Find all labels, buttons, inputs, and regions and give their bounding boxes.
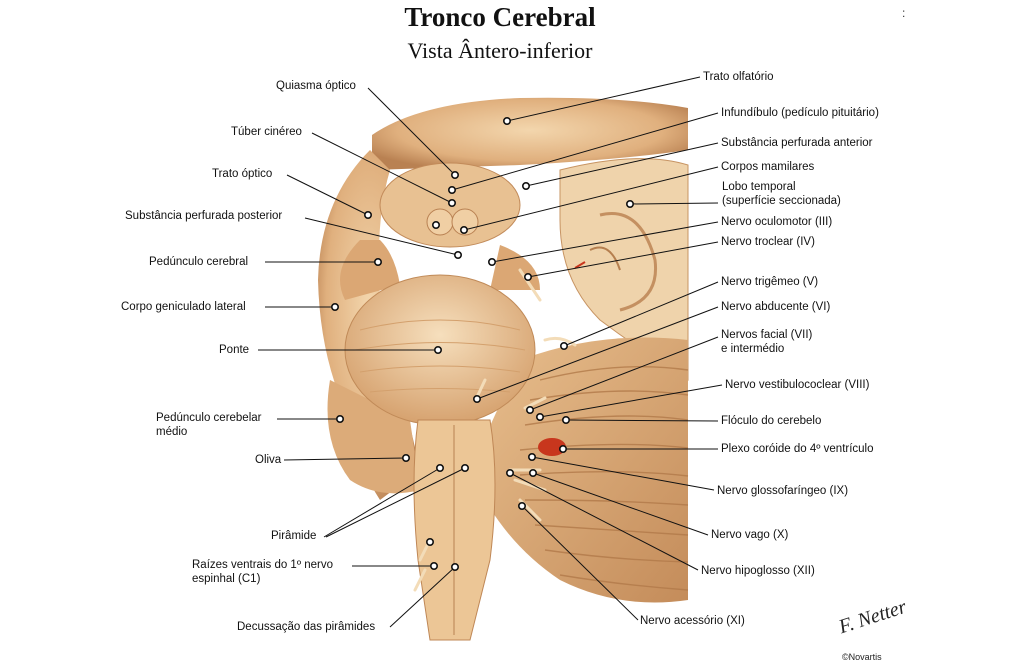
label-floculo: Flóculo do cerebelo [721,415,822,427]
label-corpo-geniculado: Corpo geniculado lateral [121,301,246,313]
label-glossofaringeo: Nervo glossofaríngeo (IX) [717,485,849,497]
label-trigemeo: Nervo trigêmeo (V) [721,276,819,288]
label-lobo-temporal-line2: (superfície seccionada) [722,195,841,207]
label-lobo-temporal-line1: Lobo temporal [722,181,796,193]
label-plexo-coroide: Plexo coróide do 4º ventrículo [721,443,874,455]
label-vestibulococlear: Nervo vestibulococlear (VIII) [725,379,870,391]
label-raizes-line1: Raízes ventrais do 1º nervo [192,559,333,571]
label-substancia-posterior: Substância perfurada posterior [125,210,283,222]
label-lobo-temporal: Lobo temporal (superfície seccionada) [722,180,841,208]
label-vago: Nervo vago (X) [711,529,789,541]
label-pedunculo-cerebral: Pedúnculo cerebral [149,256,249,268]
label-quiasma-optico: Quiasma óptico [276,80,356,92]
label-troclear: Nervo troclear (IV) [721,236,815,248]
copyright-text: ©Novartis [842,652,882,662]
label-oculomotor: Nervo oculomotor (III) [721,216,833,228]
cerebellum-left [327,380,420,494]
label-corpos-mamilares: Corpos mamilares [721,161,815,173]
label-raizes-line2: espinhal (C1) [192,573,261,585]
label-trato-optico: Trato óptico [212,168,273,180]
label-facial: Nervos facial (VII) e intermédio [721,328,812,356]
label-pedunculo-cerebelar: Pedúnculo cerebelar médio [156,411,262,439]
choroid-plexus [538,438,566,456]
label-decussacao: Decussação das pirâmides [237,621,376,633]
label-pedunculo-cerebelar-line2: médio [156,426,188,438]
diagram-subtitle: Vista Ântero-inferior [407,38,593,63]
label-raizes-ventrais: Raízes ventrais do 1º nervo espinhal (C1… [192,558,333,586]
label-ponte: Ponte [219,344,250,356]
label-abducente: Nervo abducente (VI) [721,301,831,313]
label-substancia-anterior: Substância perfurada anterior [721,137,873,149]
label-pedunculo-cerebelar-line1: Pedúnculo cerebelar [156,412,262,424]
label-infundibulo: Infundíbulo (pedículo pituitário) [721,107,879,119]
label-facial-line2: e intermédio [721,343,785,355]
label-hipoglosso: Nervo hipoglosso (XII) [701,565,815,577]
corner-mark: : [902,6,906,20]
label-oliva: Oliva [255,454,282,466]
label-facial-line1: Nervos facial (VII) [721,329,813,341]
label-tuber-cinereo: Túber cinéreo [231,126,302,138]
diagram-title: Tronco Cerebral [404,2,596,32]
frontal-surface [372,97,688,170]
label-piramide: Pirâmide [271,530,317,542]
label-trato-olfatorio: Trato olfatório [703,71,774,83]
label-acessorio: Nervo acessório (XI) [640,615,745,627]
